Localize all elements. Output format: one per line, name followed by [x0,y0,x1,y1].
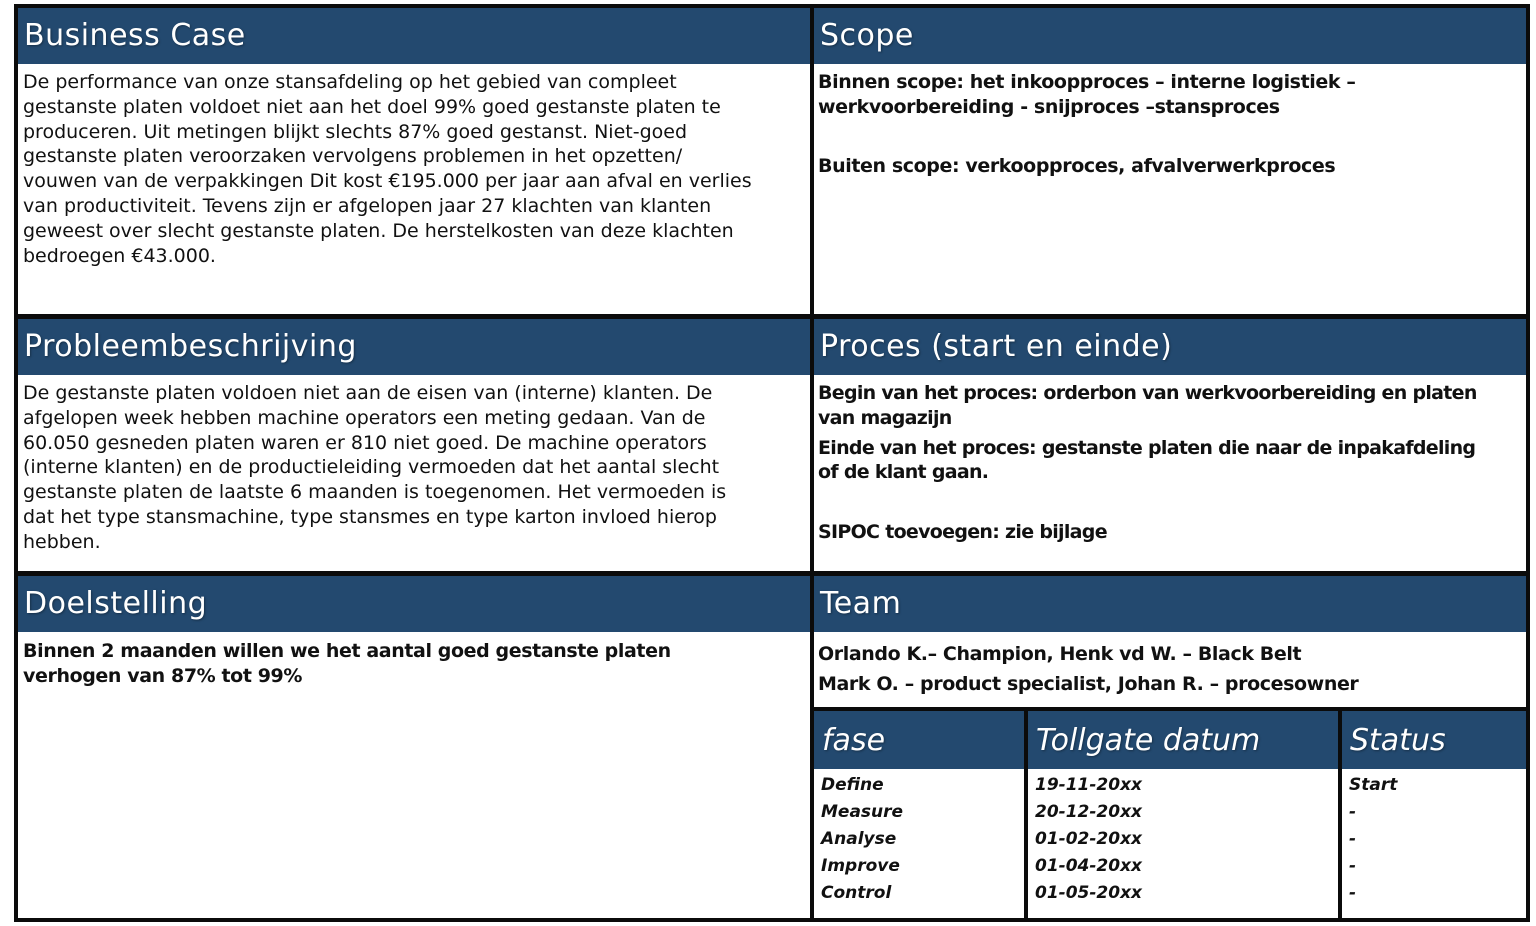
table-cell: 19-11-20xx [1035,775,1143,795]
business-case-line: geweest over slecht gestanste platen. De… [23,219,734,242]
table-cell: 20-12-20xx [1035,802,1143,822]
business-case-line: vouwen van de verpakkingen Dit kost €195… [23,170,752,193]
table-cell: Start [1349,775,1398,795]
probleem-line: hebben. [23,530,101,553]
business-case-line: gestanste platen veroorzaken vervolgens … [23,145,683,168]
divider [18,314,1526,319]
table-cell: - [1349,883,1357,903]
business-case-line: bedroegen €43.000. [23,244,216,267]
table-cell: Analyse [821,829,897,849]
team-body: Orlando K.– Champion, Henk vd W. – Black… [818,639,1523,699]
proces-body: Begin van het proces: orderbon van werkv… [818,381,1523,545]
team-header: Team [814,576,1526,632]
proces-einde-line: Einde van het proces: gestanste platen d… [818,436,1476,459]
proces-einde-line: of de klant gaan. [818,461,989,484]
table-cell: - [1349,802,1357,822]
team-line: Orlando K.– Champion, Henk vd W. – Black… [818,643,1302,665]
probleem-line: afgelopen week hebben machine operators … [23,406,706,429]
table-cell: Control [821,883,892,903]
col-header-datum: Tollgate datum [1028,711,1338,769]
table-cell: 01-02-20xx [1035,829,1143,849]
col-header-fase: fase [814,711,1024,769]
table-cell: Improve [821,856,900,876]
sipoc-line: SIPOC toevoegen: zie bijlage [818,521,1108,544]
business-case-title: Business Case [24,18,246,53]
table-column-divider [1024,707,1028,918]
datum-column: 19-11-20xx 20-12-20xx 01-02-20xx 01-04-2… [1035,772,1335,907]
probleem-line: gestanste platen de laatste 6 maanden is… [23,481,727,504]
probleem-line: 60.050 gesneden platen waren er 810 niet… [23,431,707,454]
business-case-line: De performance van onze stansafdeling op… [23,71,677,93]
divider [18,571,1526,576]
probleem-title: Probleembeschrijving [24,329,357,364]
table-cell: Define [821,775,884,795]
probleem-line: De gestanste platen voldoen niet aan de … [23,382,713,404]
table-column-divider [1338,707,1342,918]
business-case-body: De performance van onze stansafdeling op… [23,70,808,268]
business-case-line: gestanste platen voldoet niet aan het do… [23,95,721,118]
table-cell: Measure [821,802,904,822]
doelstelling-title: Doelstelling [24,586,208,621]
column-divider [810,8,814,918]
col-header-status: Status [1342,711,1526,769]
table-top-border [810,707,1526,711]
scope-title: Scope [820,18,914,53]
business-case-line: van productiviteit. Tevens zijn er afgel… [23,194,712,217]
doelstelling-header: Doelstelling [18,576,810,632]
business-case-line: produceren. Uit metingen blijkt slechts … [23,120,688,143]
probleem-body: De gestanste platen voldoen niet aan de … [23,381,808,555]
proces-begin-line: van magazijn [818,406,952,429]
business-case-header: Business Case [18,8,810,64]
team-title: Team [820,586,902,621]
probleem-line: dat het type stansmachine, type stansmes… [23,505,717,528]
doelstelling-body: Binnen 2 maanden willen we het aantal go… [23,639,808,689]
fase-column: Define Measure Analyse Improve Control [821,772,1021,907]
proces-header: Proces (start en einde) [814,319,1526,375]
proces-title: Proces (start en einde) [820,329,1173,364]
table-cell: - [1349,829,1357,849]
scope-in-line: Binnen scope: het inkoopproces – interne… [818,71,1356,93]
probleem-line: (interne klanten) en de productieleiding… [23,456,720,479]
doelstelling-line: verhogen van 87% tot 99% [23,664,302,687]
scope-out-line: Buiten scope: verkoopproces, afvalverwer… [818,154,1336,177]
scope-header: Scope [814,8,1526,64]
doelstelling-line: Binnen 2 maanden willen we het aantal go… [23,640,671,662]
scope-in-line: werkvoorbereiding - snijproces –stanspro… [818,95,1280,118]
team-line: Mark O. – product specialist, Johan R. –… [818,673,1359,695]
table-cell: - [1349,856,1357,876]
table-cell: 01-04-20xx [1035,856,1143,876]
scope-body: Binnen scope: het inkoopproces – interne… [818,70,1523,178]
project-charter-grid: Business Case Scope De performance van o… [14,4,1530,922]
probleem-header: Probleembeschrijving [18,319,810,375]
proces-begin-line: Begin van het proces: orderbon van werkv… [818,382,1477,404]
status-column: Start - - - - [1349,772,1519,907]
table-cell: 01-05-20xx [1035,883,1143,903]
